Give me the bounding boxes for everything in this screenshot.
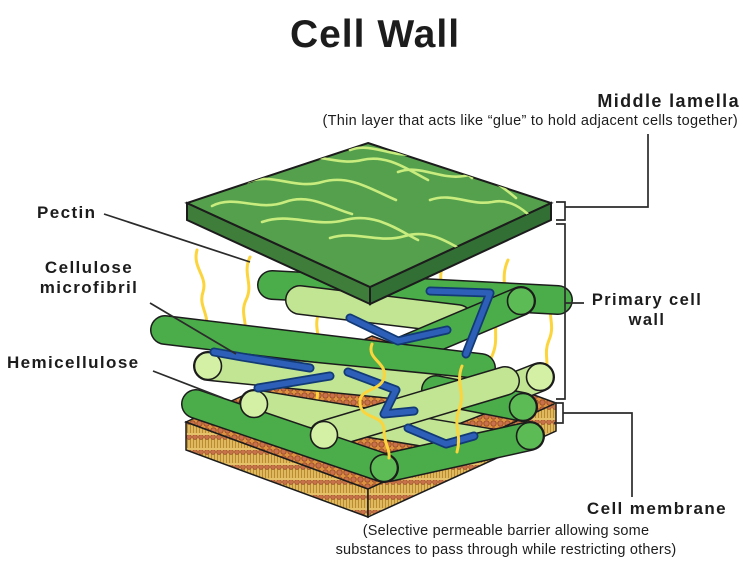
primary-cell-wall-label-line2: wall bbox=[628, 311, 666, 329]
primary-cell-wall-bracket bbox=[556, 223, 584, 400]
primary-cell-wall-label-line1: Primary cell bbox=[591, 291, 703, 309]
middle-lamella-layer bbox=[184, 141, 554, 306]
microfibril-end-cap bbox=[515, 421, 545, 451]
lamella-fiber bbox=[328, 232, 464, 252]
middle-lamella-description: (Thin layer that acts like “glue” to hol… bbox=[322, 113, 738, 129]
lamella-top-face bbox=[184, 141, 554, 289]
cellulose-microfibril bbox=[181, 389, 399, 483]
microfibril-end-cap bbox=[369, 453, 399, 483]
hemicellulose-label: Hemicellulose bbox=[7, 353, 140, 372]
lamella-fiber bbox=[396, 168, 518, 200]
cellulose-microfibril bbox=[150, 315, 496, 383]
primary-cell-wall-label: Primary cell wall bbox=[577, 290, 717, 330]
lamella-fiber bbox=[246, 177, 398, 202]
microfibril-end-cap bbox=[239, 389, 269, 419]
hemicellulose-strand bbox=[253, 371, 335, 393]
lamella-fiber bbox=[260, 216, 420, 242]
cellulose-microfibril-label-line1: Cellulose bbox=[44, 258, 134, 277]
cell-membrane-label: Cell membrane bbox=[586, 499, 727, 518]
cell-membrane-description-line2: substances to pass through while restric… bbox=[335, 542, 677, 558]
microfibril-end-cap bbox=[506, 286, 536, 316]
hemicellulose-leader-line bbox=[152, 370, 224, 399]
annotation-lines bbox=[103, 134, 649, 497]
middle-lamella-label: Middle lamella bbox=[597, 91, 740, 111]
hemicellulose-strand bbox=[209, 347, 315, 373]
pectin-strands-front bbox=[358, 342, 464, 460]
cell-membrane-bracket bbox=[554, 402, 633, 497]
cellulose-microfibril-leader-line bbox=[149, 302, 237, 355]
cellulose-microfibril-label: Cellulose microfibril bbox=[24, 258, 154, 298]
cell-membrane-description: (Selective permeable barrier allowing so… bbox=[262, 522, 750, 560]
pectin-leader-line bbox=[103, 213, 251, 263]
microfibril-end-cap bbox=[508, 392, 538, 422]
pectin-strand bbox=[194, 248, 209, 332]
hemicellulose-strands bbox=[209, 286, 495, 449]
hemicellulose-strand bbox=[345, 313, 452, 346]
microfibril-end-cap bbox=[193, 351, 223, 381]
hemicellulose-strand bbox=[425, 286, 495, 359]
pectin-strand bbox=[455, 364, 464, 454]
lamella-fiber bbox=[428, 196, 534, 220]
lamella-fiber bbox=[210, 197, 354, 216]
cell-membrane-description-line1: (Selective permeable barrier allowing so… bbox=[362, 523, 650, 539]
cellulose-microfibril bbox=[375, 421, 545, 482]
microfibril-end-cap bbox=[525, 362, 555, 392]
middle-lamella-bracket bbox=[556, 134, 649, 221]
hemicellulose-strand bbox=[343, 367, 419, 419]
pectin-strand bbox=[358, 342, 391, 460]
pectin-label: Pectin bbox=[37, 203, 97, 222]
microfibril-end-cap bbox=[309, 420, 339, 450]
cellulose-microfibril-label-line2: microfibril bbox=[39, 278, 139, 297]
page-title: Cell Wall bbox=[289, 13, 461, 56]
hemicellulose-strand bbox=[403, 423, 479, 449]
cellulose-microfibril bbox=[285, 285, 473, 334]
